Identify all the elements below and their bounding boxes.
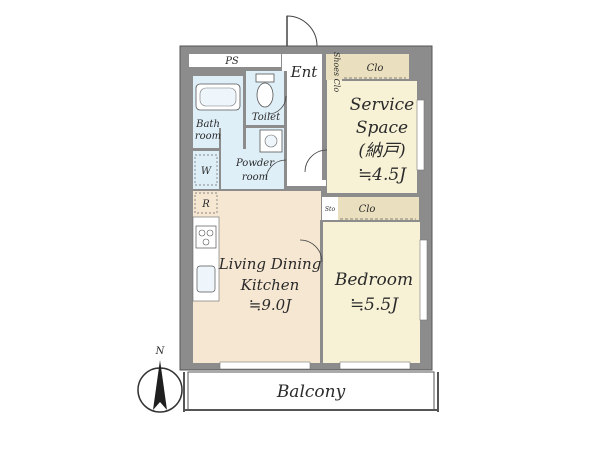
bedroom-floor	[323, 222, 420, 363]
label-bath-1: Bath	[195, 119, 220, 130]
wall-ldk-right	[320, 220, 323, 363]
wall-bath-bottom	[193, 148, 221, 151]
label-service-1: Service	[350, 95, 414, 115]
label-storage: Sto	[325, 206, 336, 213]
wall-wet-right	[284, 71, 287, 189]
storage-floor	[322, 197, 338, 220]
label-entrance: Ent	[290, 63, 319, 81]
toilet-tank	[255, 73, 275, 83]
washer-box	[194, 154, 218, 186]
window-ldk-south	[219, 361, 311, 370]
wall-entrance-right	[322, 54, 326, 90]
refrigerator-box	[194, 192, 218, 214]
wall-wet-bottom	[193, 189, 287, 191]
wall-ps	[189, 67, 281, 71]
label-shoes-closet: Shoes Clo	[332, 52, 341, 93]
label-closet-top: Clo	[367, 63, 384, 74]
entrance-hall-floor	[286, 90, 326, 186]
entrance-floor	[282, 54, 324, 90]
washer-floor	[193, 151, 219, 189]
closet-top-floor	[342, 54, 409, 79]
wall-toilet-bottom	[243, 125, 284, 128]
label-service-area: ≒4.5J	[358, 165, 407, 185]
window-bedroom	[419, 239, 428, 321]
label-bedroom: Bedroom	[334, 270, 413, 290]
label-refrigerator: R	[201, 199, 210, 210]
compass-needle-icon	[153, 360, 167, 410]
door-toilet	[267, 95, 287, 115]
door-service	[304, 149, 328, 173]
compass-north-label: N	[155, 346, 166, 357]
burner-3	[202, 238, 210, 246]
label-bath-2: room	[195, 131, 221, 142]
label-toilet: Toilet	[252, 112, 281, 123]
label-service-2: Space	[356, 118, 408, 138]
wall-service-bottom	[322, 193, 422, 197]
compass: N	[137, 346, 183, 413]
entrance-door-swing	[286, 15, 318, 47]
burner-2	[206, 229, 214, 237]
label-ps: PS	[224, 56, 239, 67]
window-bedroom-south	[339, 361, 411, 370]
wall-washer-right	[219, 128, 221, 189]
label-balcony: Balcony	[276, 382, 346, 402]
door-bedroom	[299, 239, 323, 263]
label-powder-2: room	[242, 172, 268, 183]
closet-mid-floor	[338, 197, 419, 221]
washbasin-bowl	[264, 134, 278, 148]
wall-clo-top	[342, 79, 417, 81]
label-ldk-1: Living Dining	[218, 255, 322, 273]
ps-floor	[189, 54, 281, 67]
wall-closet-bottom	[322, 220, 420, 222]
balcony-floor	[187, 371, 435, 411]
window-service	[416, 99, 425, 171]
label-ldk-2: Kitchen	[240, 276, 300, 294]
service-space-floor	[327, 80, 417, 193]
stove	[195, 225, 217, 249]
kitchen-sink	[196, 265, 216, 293]
wall-service-left	[322, 80, 327, 180]
label-ldk-area: ≒9.0J	[249, 296, 292, 314]
label-service-3: (納戸)	[358, 141, 405, 161]
label-bedroom-area: ≒5.5J	[350, 295, 399, 315]
label-powder-1: Powder	[235, 158, 275, 169]
burner-1	[198, 229, 206, 237]
door-powder	[265, 159, 287, 181]
bathtub-inner	[199, 87, 237, 107]
label-washer: W	[201, 166, 212, 177]
toilet-bowl	[256, 82, 274, 108]
wall-bath-right	[243, 71, 246, 149]
label-closet-mid: Clo	[359, 204, 376, 215]
